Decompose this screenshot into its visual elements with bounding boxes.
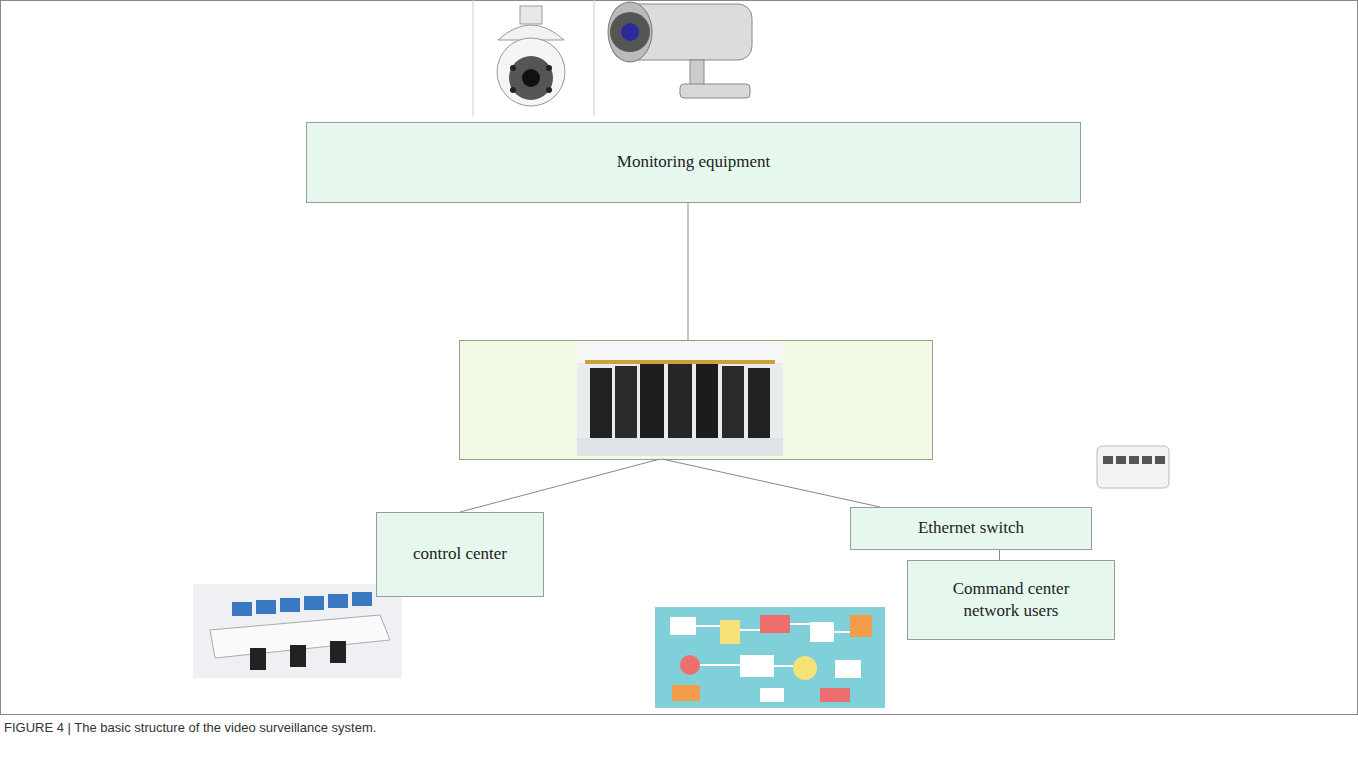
process-box: control center: [376, 512, 544, 597]
dome-camera: [497, 6, 565, 106]
wire: [688, 203, 689, 340]
server-box: [460, 341, 933, 460]
process-box: Command center network users: [907, 560, 1115, 640]
bullet-camera: [608, 2, 752, 98]
divider: [473, 0, 474, 116]
box-label: Ethernet switch: [918, 517, 1024, 539]
figure-caption: FIGURE 4 | The basic structure of the vi…: [4, 720, 376, 735]
box-label: Monitoring equipment: [617, 151, 770, 173]
box-label: Command center network users: [938, 578, 1084, 622]
connector: [999, 550, 1000, 560]
network-collage: [655, 607, 885, 708]
wire: [662, 459, 880, 507]
server-room-photo: [577, 343, 783, 456]
process-box: Monitoring equipment: [306, 122, 1081, 203]
wire: [460, 459, 660, 512]
switch-icon: [1097, 446, 1169, 488]
process-box: Ethernet switch: [850, 507, 1092, 550]
box-label: control center: [413, 543, 507, 565]
figure-frame: [1, 1, 1358, 715]
divider: [594, 0, 595, 116]
control-desk-photo: [193, 584, 402, 678]
